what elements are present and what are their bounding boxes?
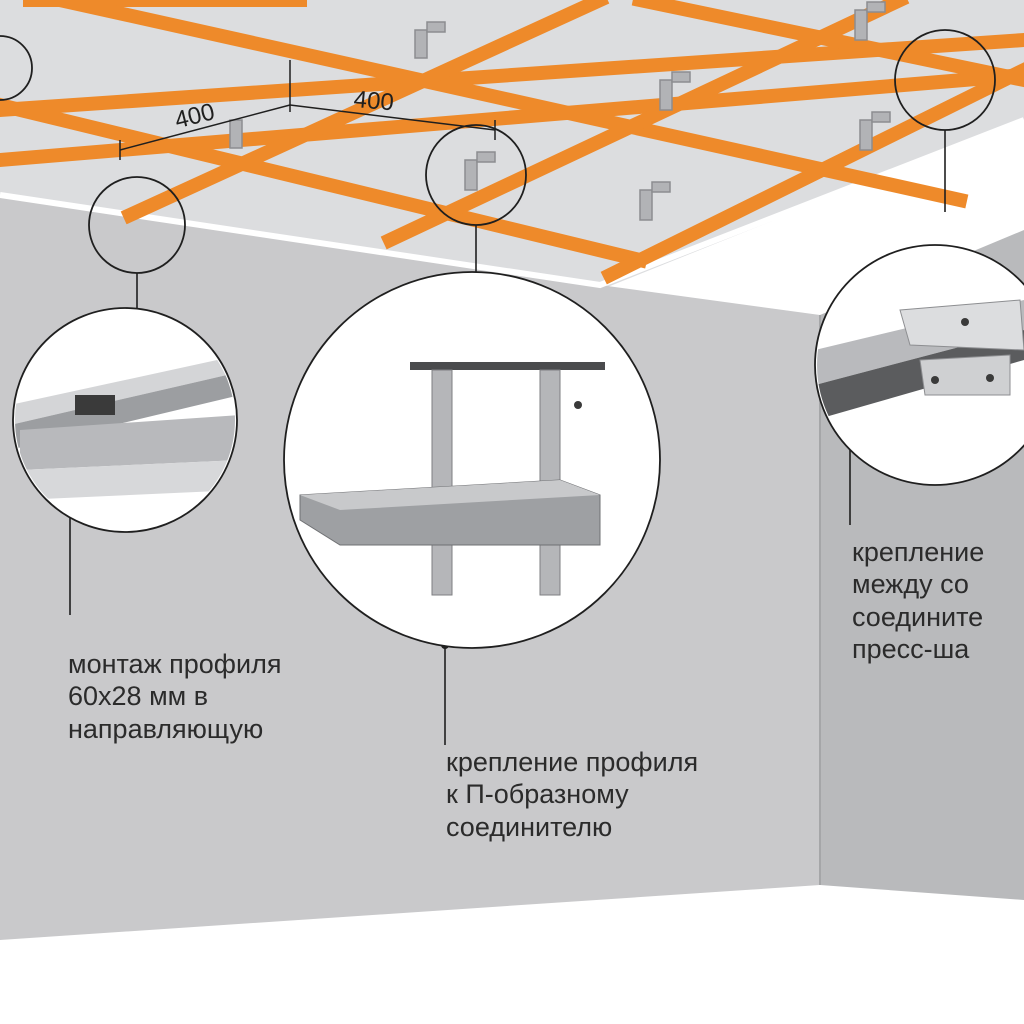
hanger-bracket [476, 151, 496, 163]
hanger-bracket [859, 119, 873, 151]
dimension-label-right: 400 [352, 86, 395, 117]
profile-beam [120, 0, 610, 225]
hanger-bracket [659, 79, 673, 111]
profile-beam [0, 97, 649, 269]
ceiling-edge [0, 117, 1024, 289]
hanger-bracket [426, 21, 446, 33]
zoom-u-connector [283, 271, 661, 649]
profile-beam [600, 62, 1024, 285]
profile-beam [51, 0, 969, 209]
callout-cross-connector: крепление между со соедините пресс-ша [852, 537, 985, 665]
detail-marker-corner [0, 35, 33, 101]
hanger-bracket [639, 189, 653, 221]
profile-beam [0, 32, 1024, 118]
dimension-lines [119, 60, 496, 160]
profile-grid [0, 0, 1024, 285]
hanger-bracket [871, 111, 891, 123]
hanger-bracket [414, 29, 428, 59]
callout-u-connector: крепление профиля к П-образному соединит… [446, 747, 699, 842]
hanger-bracket [854, 9, 868, 41]
hanger-brackets [229, 1, 891, 221]
hanger-bracket [229, 119, 243, 149]
hanger-bracket [866, 1, 886, 13]
zoom-guide-profile [12, 307, 238, 533]
hanger-bracket [671, 71, 691, 83]
hanger-bracket [464, 159, 478, 191]
callout-guide-mount: монтаж профиля 60х28 мм в направляющую [68, 649, 282, 744]
hanger-bracket [651, 181, 671, 193]
profile-beam [631, 0, 1024, 88]
zoom-cross-connector [814, 244, 1024, 486]
